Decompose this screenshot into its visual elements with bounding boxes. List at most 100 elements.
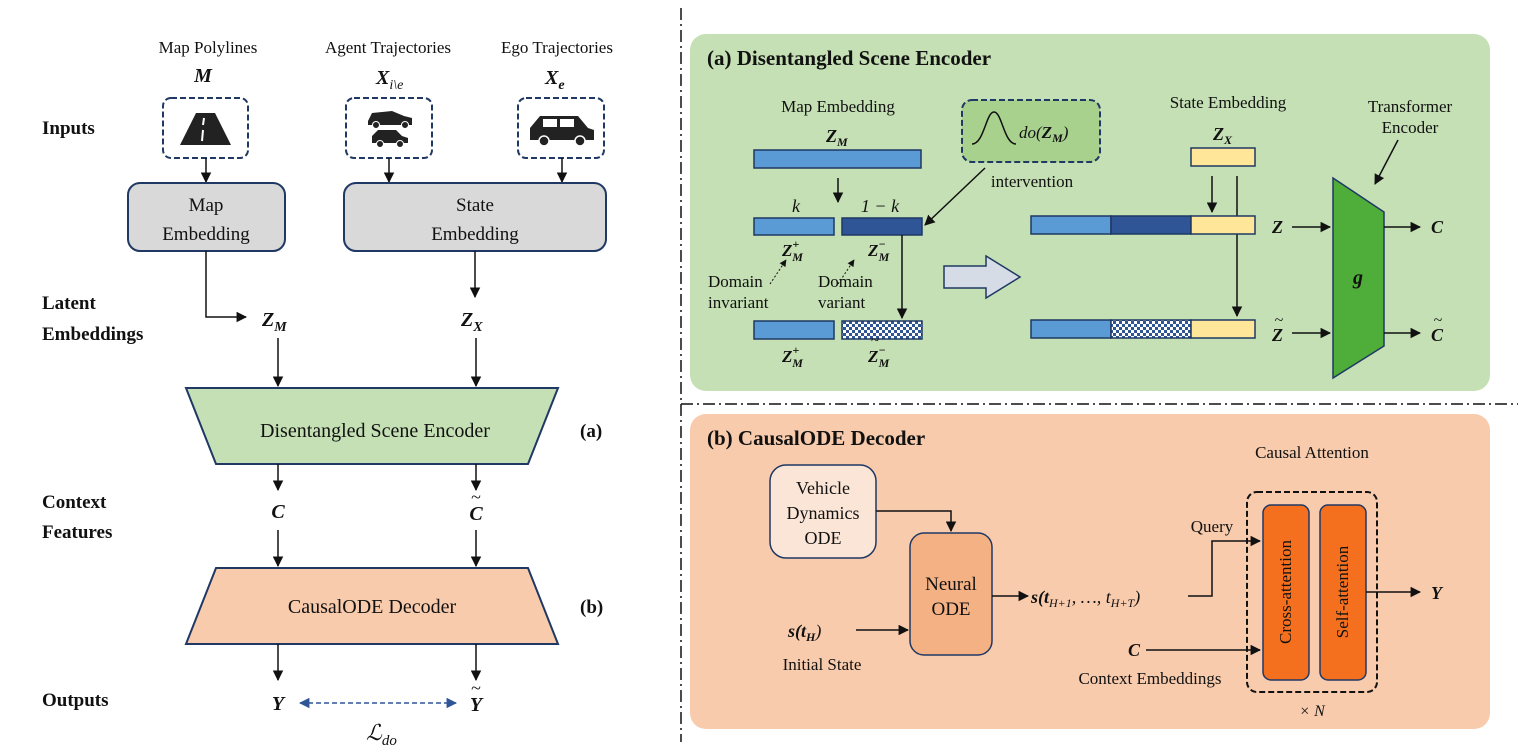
vehicle-dynamics-label: Dynamics [787, 503, 860, 523]
initial-state-label: Initial State [783, 655, 862, 674]
tilde-mark: ~ [1275, 312, 1284, 329]
encoder-label: Disentangled Scene Encoder [260, 420, 490, 442]
loss-label: ℒdo [366, 720, 397, 749]
row-label-features: Features [42, 522, 112, 543]
transformer-encoder-block [1332, 176, 1385, 380]
z-variant-segment [1110, 215, 1192, 235]
state-embedding-label: State [456, 195, 494, 216]
map-embedding-bar [753, 149, 922, 169]
context-c-label: C [1128, 640, 1141, 660]
state-embedding-label: Embedding [431, 224, 519, 245]
neural-ode-box [909, 532, 993, 656]
transform-arrow-icon [943, 254, 1022, 300]
row-label-inputs: Inputs [42, 118, 95, 139]
z-tilde-invariant-segment [1030, 319, 1112, 339]
decoder-tag: (b) [580, 597, 603, 618]
map-embedding-title: Map Embedding [781, 97, 895, 116]
self-attention-label: Self-attention [1333, 545, 1352, 638]
zm-tilde-minus-label: Z−M [867, 343, 890, 370]
suv-icon [530, 116, 594, 147]
domain-invariant-label: invariant [708, 293, 769, 312]
z-invariant-segment [1030, 215, 1112, 235]
vehicle-dynamics-label: ODE [805, 528, 842, 548]
output-y-label: Y [1431, 583, 1444, 603]
panel-b: (b) CausalODE Decoder Vehicle Dynamics O… [690, 414, 1490, 729]
panel-a-background [690, 34, 1490, 391]
ego-input-box [517, 97, 605, 159]
times-n-label: × N [1299, 703, 1326, 720]
context-c: C [271, 501, 285, 523]
encoder-tag: (a) [580, 421, 602, 442]
z-tilde-state-segment [1190, 319, 1256, 339]
zm-minus-label: Z−M [867, 237, 890, 264]
left-overview: Inputs Latent Embeddings Context Feature… [42, 38, 613, 749]
one-minus-k-label: 1 − k [861, 196, 900, 216]
map-embedding-label: Map [189, 195, 224, 216]
do-label: do(ZM) [1019, 123, 1069, 145]
z-state-segment [1190, 215, 1256, 235]
trajectory-symbol: s(tH+1, …, tH+T) [1030, 587, 1140, 610]
k-label: k [792, 196, 801, 216]
state-embedding-title: State Embedding [1170, 93, 1287, 112]
context-embeddings-label: Context Embeddings [1078, 669, 1221, 688]
vehicle-dynamics-label: Vehicle [796, 478, 850, 498]
causal-attention-box [1246, 491, 1378, 693]
tilde-mark: ~ [1434, 312, 1443, 329]
decoder-label: CausalODE Decoder [288, 596, 457, 618]
intervention-box [961, 99, 1101, 163]
domain-variant-label: variant [818, 293, 865, 312]
zm-label: ZM [825, 126, 848, 149]
cross-attention-block [1262, 504, 1310, 681]
ego-trajectories-title: Ego Trajectories [501, 38, 613, 57]
disentangled-scene-encoder-block [184, 387, 560, 465]
row-label-embeddings: Embeddings [42, 324, 143, 345]
variant-bar [841, 217, 923, 236]
invariant-bar [753, 217, 835, 236]
z-label: Z [1271, 217, 1283, 237]
row-label-context: Context [42, 492, 107, 513]
causal-attention-label: Causal Attention [1255, 443, 1369, 462]
tilde-mark: ~ [471, 678, 481, 698]
row-label-latent: Latent [42, 293, 97, 314]
z-tilde-label: Z [1271, 325, 1283, 345]
output-y: Y [272, 693, 286, 715]
tilde-mark: ~ [471, 487, 481, 507]
car-icon [372, 130, 408, 148]
road-icon [180, 113, 231, 145]
context-c-tilde: C [469, 503, 483, 525]
intervened-bar [841, 320, 923, 340]
map-embedding-label: Embedding [162, 224, 250, 245]
c-output-label: C [1431, 217, 1444, 237]
intervention-label: intervention [991, 172, 1074, 191]
gaussian-curve-icon [971, 111, 1017, 145]
ego-symbol: Xe [544, 67, 565, 93]
tilde-mark: ~ [871, 333, 879, 349]
c-tilde-output-label: C [1431, 325, 1444, 345]
map-polylines-title: Map Polylines [159, 38, 258, 57]
invariant-bar-lower [753, 320, 835, 340]
state-embedding-bar [1190, 147, 1256, 167]
panel-a-title: (a) Disentangled Scene Encoder [707, 46, 991, 70]
panel-b-title: (b) CausalODE Decoder [707, 426, 925, 450]
agent-input-box [345, 97, 433, 159]
causalode-decoder-block [184, 567, 560, 645]
z-tilde-intervened-segment [1110, 319, 1192, 339]
zm-plus-lower-label: Z+M [781, 343, 803, 370]
agent-trajectories-title: Agent Trajectories [325, 38, 451, 57]
domain-invariant-label: Domain [708, 272, 763, 291]
car-icon [368, 111, 412, 129]
neural-ode-label: Neural [925, 574, 977, 595]
map-symbol: M [193, 65, 213, 87]
row-label-outputs: Outputs [42, 690, 109, 711]
zx-label: ZX [1212, 124, 1233, 147]
cross-attention-label: Cross-attention [1276, 540, 1295, 644]
latent-zm: ZM [261, 309, 287, 335]
query-label: Query [1191, 517, 1234, 536]
initial-state-symbol: s(tH) [787, 621, 821, 644]
agent-symbol: Xi\e [375, 67, 403, 93]
transformer-encoder-label: Transformer [1368, 97, 1453, 116]
zm-plus-label: Z+M [781, 237, 803, 264]
g-label: g [1352, 267, 1363, 289]
domain-variant-label: Domain [818, 272, 873, 291]
